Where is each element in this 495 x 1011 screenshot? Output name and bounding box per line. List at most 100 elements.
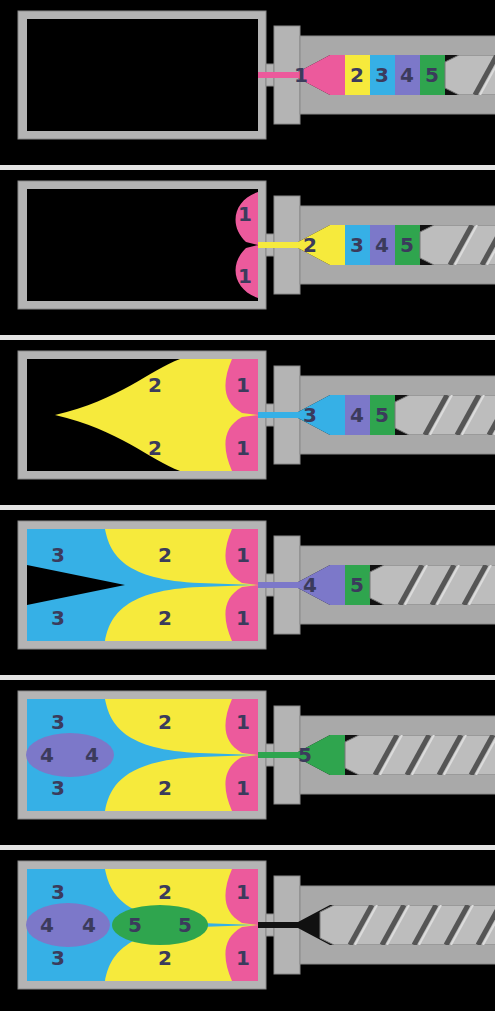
material-number: 1: [236, 375, 250, 395]
screw-flight: [439, 735, 461, 775]
material-number: 5: [375, 405, 389, 425]
screw-flight: [444, 735, 466, 775]
melt-slug: [258, 50, 345, 100]
melt-region: [55, 359, 258, 471]
melt-region: [225, 869, 258, 981]
material-number: 3: [350, 235, 364, 255]
melt-region: [105, 869, 258, 981]
material-number: 5: [178, 915, 192, 935]
screw-flight: [425, 395, 447, 435]
material-number: 4: [40, 915, 54, 935]
screw-flight: [430, 395, 452, 435]
melt-slug: [258, 390, 345, 440]
melt-region: [225, 529, 258, 641]
material-number: 4: [375, 235, 389, 255]
screw-flight: [464, 565, 486, 605]
screw-flight: [407, 735, 429, 775]
material-number: 2: [148, 438, 162, 458]
melt-slug: [345, 220, 370, 270]
bore-channel: [250, 560, 495, 610]
material-number: 3: [51, 882, 65, 902]
screw-flight: [487, 225, 495, 265]
mold-cavity: [27, 359, 258, 471]
material-number: 4: [85, 745, 99, 765]
material-number: 3: [51, 778, 65, 798]
melt-slug: [420, 50, 445, 100]
mold-wall: [18, 861, 266, 989]
melt-slug: [370, 220, 395, 270]
material-number: 1: [238, 266, 252, 286]
screw-flight: [469, 565, 491, 605]
mold-cavity: [27, 189, 258, 301]
material-number: 2: [303, 235, 317, 255]
barrel-bore: [250, 560, 495, 610]
bore-channel: [250, 900, 495, 950]
material-number: 1: [236, 608, 250, 628]
material-number: 2: [158, 545, 172, 565]
panel: [0, 680, 495, 845]
material-number: 4: [303, 575, 317, 595]
screw-flight: [480, 55, 495, 95]
material-number: 2: [158, 882, 172, 902]
panel: [0, 340, 495, 505]
mold-cavity: [27, 869, 258, 981]
screw-flight: [355, 905, 377, 945]
screw-flight: [400, 565, 422, 605]
melt-slug: [370, 50, 395, 100]
melt-region: [105, 529, 258, 641]
material-number: 5: [400, 235, 414, 255]
material-number: 1: [238, 204, 252, 224]
material-number: 1: [236, 545, 250, 565]
barrel-bore: [250, 900, 495, 950]
screw-flight: [382, 905, 404, 945]
material-number: 4: [350, 405, 364, 425]
screw-flight: [432, 565, 454, 605]
material-number: 5: [425, 65, 439, 85]
screw: [345, 735, 495, 775]
screw-flight: [375, 735, 397, 775]
panel: [0, 510, 495, 675]
mold-cavity: [27, 19, 258, 131]
screw-flight: [387, 905, 409, 945]
material-number: 3: [51, 712, 65, 732]
screw-flight: [471, 735, 493, 775]
barrel: [300, 886, 495, 964]
panel-ground: [0, 0, 495, 165]
barrel-bore: [250, 730, 495, 780]
screw-flight: [476, 735, 495, 775]
melt-region: [225, 359, 258, 471]
material-number: 3: [303, 405, 317, 425]
material-number: 2: [148, 375, 162, 395]
material-number: 2: [158, 778, 172, 798]
bore-channel: [250, 390, 495, 440]
screw-flight: [405, 565, 427, 605]
melt-region: [27, 699, 258, 811]
melt-slug: [345, 50, 370, 100]
panel: [0, 170, 495, 335]
material-number: 1: [294, 65, 308, 85]
material-number: 2: [350, 65, 364, 85]
mold-cavity: [27, 529, 258, 641]
barrel-bore: [250, 390, 495, 440]
screw-flight: [350, 905, 372, 945]
barrel-bore: [250, 50, 495, 100]
mold-wall: [18, 181, 266, 309]
screw-flight: [437, 565, 459, 605]
mold-wall: [18, 11, 266, 139]
material-number: 4: [82, 915, 96, 935]
melt-slug: [395, 220, 420, 270]
melt-slug: [258, 730, 345, 780]
mold-wall: [18, 691, 266, 819]
material-number: 2: [158, 712, 172, 732]
screw-flight: [482, 225, 495, 265]
material-number: 2: [158, 948, 172, 968]
melt-region: [236, 192, 258, 298]
melt-slug: [370, 390, 395, 440]
screw-flight: [412, 735, 434, 775]
melt-slug: [258, 220, 345, 270]
material-number: 3: [51, 545, 65, 565]
screw-flight: [450, 225, 472, 265]
melt-region: [112, 905, 208, 945]
